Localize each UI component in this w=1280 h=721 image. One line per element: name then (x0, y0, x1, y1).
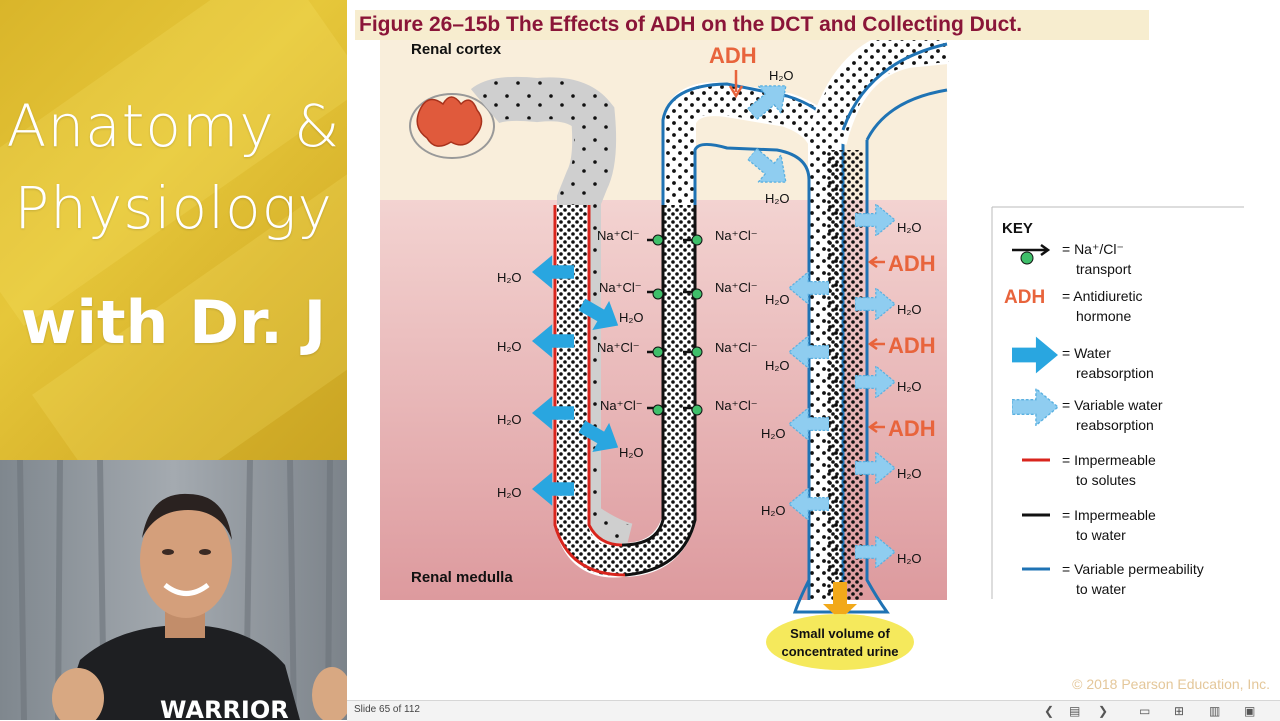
nacl-right-1: Na⁺Cl⁻ (715, 228, 758, 243)
h2o-right-4: H₂O (897, 466, 922, 481)
adh-side-3: ADH (888, 416, 936, 441)
nacl-left-4: Na⁺Cl⁻ (600, 398, 643, 413)
h2o-left-6: H₂O (619, 445, 644, 460)
h2o-label-top-2: H₂O (765, 191, 790, 206)
key-item-6-line-2: to water (1076, 527, 1126, 543)
h2o-left-5: H₂O (619, 310, 644, 325)
key-item-1-line-1: = Na⁺/Cl⁻ (1062, 241, 1124, 257)
h2o-right-2: H₂O (897, 302, 922, 317)
nacl-left-3: Na⁺Cl⁻ (597, 340, 640, 355)
h2o-right-3: H₂O (897, 379, 922, 394)
presentation-slide: Renal cortex Renal medulla Small (347, 0, 1280, 700)
slide-counter: Slide 65 of 112 (354, 704, 420, 715)
brand-title-line-2: Physiology (0, 174, 347, 242)
urine-label-line-1: Small volume of (790, 626, 890, 641)
renal-medulla-label: Renal medulla (411, 569, 513, 586)
h2o-left-1: H₂O (497, 270, 522, 285)
key-item-4-line-2: reabsorption (1076, 417, 1154, 433)
key-item-5-line-2: to solutes (1076, 472, 1136, 488)
shirt-text: WARRIOR (160, 696, 289, 720)
key-item-1-line-2: transport (1076, 261, 1131, 277)
renal-cortex-label: Renal cortex (411, 41, 502, 58)
normal-view-icon[interactable]: ▭ (1139, 704, 1150, 718)
presentation-statusbar: Slide 65 of 112 ❮ ▤ ❯ ▭ ⊞ ▥ ▣ (347, 700, 1280, 721)
slide-title: Figure 26–15b The Effects of ADH on the … (355, 10, 1149, 40)
key-item-7-line-2: to water (1076, 581, 1126, 597)
nacl-right-2: Na⁺Cl⁻ (715, 280, 758, 295)
nacl-right-4: Na⁺Cl⁻ (715, 398, 758, 413)
adh-side-1: ADH (888, 251, 936, 276)
key-adh-symbol: ADH (1004, 287, 1045, 308)
brand-title-line-3: with Dr. J (0, 288, 347, 358)
h2o-mid-1: H₂O (765, 292, 790, 307)
h2o-label-top-1: H₂O (769, 68, 794, 83)
urine-label-line-2: concentrated urine (781, 644, 898, 659)
nacl-left-2: Na⁺Cl⁻ (599, 280, 642, 295)
h2o-left-2: H₂O (497, 339, 522, 354)
h2o-mid-3: H₂O (761, 426, 786, 441)
presenter-figure: WARRIOR (0, 460, 347, 720)
notes-icon[interactable]: ▤ (1069, 704, 1080, 718)
previous-slide-icon[interactable]: ❮ (1044, 704, 1054, 718)
key-item-2-line-1: = Antidiuretic (1062, 288, 1143, 304)
legend-key: KEY = Na⁺/Cl⁻ transport ADH = Antidiuret… (992, 207, 1244, 599)
key-item-5-line-1: = Impermeable (1062, 452, 1156, 468)
urine-oval (766, 614, 914, 670)
key-item-3-line-1: = Water (1062, 345, 1111, 361)
slide-sorter-icon[interactable]: ⊞ (1174, 704, 1184, 718)
copyright-text: © 2018 Pearson Education, Inc. (1072, 676, 1270, 692)
nacl-left-1: Na⁺Cl⁻ (597, 228, 640, 243)
h2o-mid-2: H₂O (765, 358, 790, 373)
nacl-right-3: Na⁺Cl⁻ (715, 340, 758, 355)
brand-title-line-1: Anatomy & (0, 92, 347, 160)
adh-diagram: Renal cortex Renal medulla Small (347, 0, 1280, 700)
key-item-7-line-1: = Variable permeability (1062, 561, 1204, 577)
webcam-feed: WARRIOR (0, 460, 347, 720)
h2o-left-4: H₂O (497, 485, 522, 500)
h2o-mid-4: H₂O (761, 503, 786, 518)
key-item-2-line-2: hormone (1076, 308, 1131, 324)
key-title: KEY (1002, 220, 1033, 237)
reading-view-icon[interactable]: ▥ (1209, 704, 1220, 718)
next-slide-icon[interactable]: ❯ (1098, 704, 1108, 718)
slideshow-icon[interactable]: ▣ (1244, 704, 1255, 718)
key-item-6-line-1: = Impermeable (1062, 507, 1156, 523)
channel-branding-panel: Anatomy & Physiology with Dr. J (0, 0, 347, 460)
h2o-right-1: H₂O (897, 220, 922, 235)
h2o-left-3: H₂O (497, 412, 522, 427)
h2o-right-5: H₂O (897, 551, 922, 566)
key-item-4-line-1: = Variable water (1062, 397, 1163, 413)
adh-label-top: ADH (709, 43, 757, 68)
key-item-3-line-2: reabsorption (1076, 365, 1154, 381)
adh-side-2: ADH (888, 333, 936, 358)
